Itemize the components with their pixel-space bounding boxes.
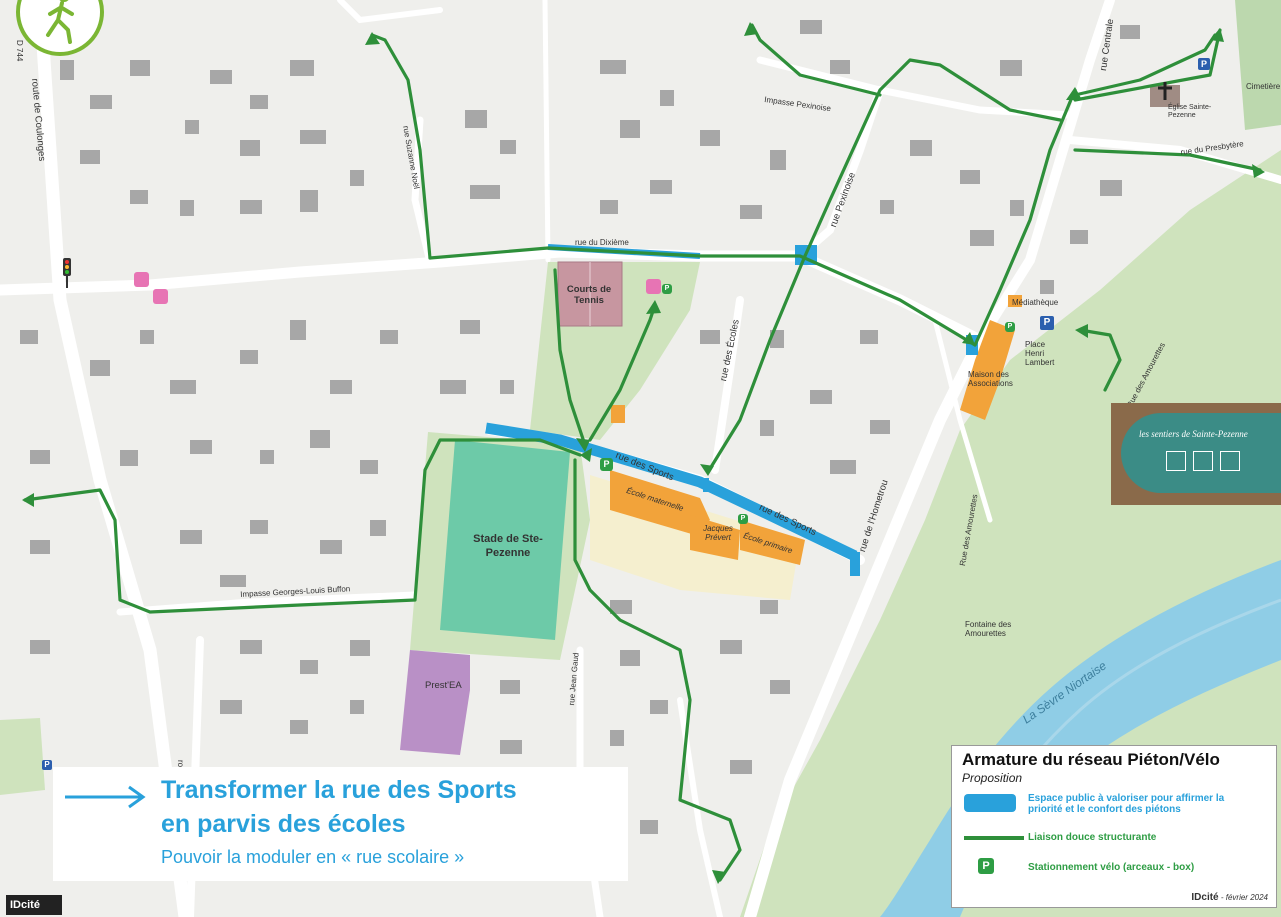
legend-credit: IDcité - février 2024: [1191, 892, 1268, 903]
buildings: [20, 20, 1140, 834]
bike-parking-icon[interactable]: P: [662, 284, 672, 294]
legend-item-bike: Stationnement vélo (arceaux - box): [1028, 862, 1195, 873]
legend-swatch-blue: [964, 794, 1016, 812]
jacques-prevert-building: [690, 515, 740, 560]
priority-crossing-hometrou-sud: [850, 552, 860, 576]
label-fontaine-des-amourettes: Fontaine des Amourettes: [965, 620, 1012, 638]
label-eglise: Église Sainte-Pezenne: [1168, 104, 1212, 119]
trail-sign-text: les sentiers de Sainte-Pezenne: [1139, 429, 1248, 439]
label-courts-de-tennis: Courts de Tennis: [566, 284, 612, 306]
legend-credit-logo: IDcité: [1191, 892, 1219, 903]
label-stade: Stade de Ste-Pezenne: [473, 533, 543, 559]
prestea-building: [400, 650, 470, 755]
label-jacques-prevert: Jacques Prévert: [703, 524, 733, 542]
ecole-maternelle-building: [610, 470, 710, 535]
headline-line-3: Pouvoir la moduler en « rue scolaire »: [161, 847, 465, 867]
trail-sign-pictogram: [1220, 451, 1240, 471]
priority-crossing-ecoles: [703, 478, 709, 492]
bus-stop-icon[interactable]: [646, 279, 661, 294]
route-arrowheads: [22, 22, 1265, 884]
trail-sign-pictogram: [1193, 451, 1213, 471]
trail-sign-photo: les sentiers de Sainte-Pezenne: [1111, 403, 1281, 505]
maison-associations-building: [960, 320, 1015, 420]
headline-arrow-icon: [65, 785, 146, 809]
bike-parking-icon[interactable]: P: [738, 514, 748, 524]
legend-title: Armature du réseau Piéton/Vélo: [962, 750, 1220, 769]
label-mediatheque: Médiathèque: [1012, 298, 1059, 307]
label-rue-du-dixieme: rue du Dixième: [575, 238, 629, 247]
bike-parking-icon[interactable]: P: [1005, 322, 1015, 332]
ecole-primaire-building: [740, 520, 805, 565]
priority-rue-des-sports: [485, 422, 858, 561]
legend-item-green: Liaison douce structurante: [1028, 832, 1157, 843]
pedestrian-logo-icon: [16, 0, 104, 56]
label-prestea: Prest'EA: [425, 680, 462, 691]
bus-stop-icon[interactable]: [134, 272, 149, 287]
idcite-logo: IDcité: [6, 895, 62, 915]
legend-panel: Armature du réseau Piéton/Vélo Propositi…: [951, 745, 1277, 908]
label-maison-associations: Maison des Associations: [968, 370, 1013, 388]
headline-panel: Transformer la rue des Sports en parvis …: [53, 767, 628, 881]
legend-subtitle: Proposition: [962, 771, 1023, 785]
parking-icon[interactable]: P: [1040, 316, 1054, 330]
label-cimetiere: Cimetière: [1246, 82, 1281, 91]
bus-stop-icon[interactable]: [153, 289, 168, 304]
riverside-green-area: [740, 150, 1281, 917]
bike-parking-icon[interactable]: P: [600, 458, 613, 471]
stadium-field: [440, 440, 570, 640]
headline-line-1: Transformer la rue des Sports: [161, 776, 517, 804]
parking-icon[interactable]: P: [1198, 58, 1210, 70]
legend-credit-date: - février 2024: [1220, 893, 1268, 902]
legend-bike-icon: P: [978, 858, 994, 874]
legend-item-blue: Espace public à valoriser pour affirmer …: [1028, 793, 1225, 815]
legend-swatch-green: [964, 836, 1024, 840]
green-routes: [23, 23, 1262, 882]
cemetery-area: [1235, 0, 1281, 130]
label-place-henri-lambert: Place Henri Lambert: [1025, 340, 1055, 367]
parking-icon[interactable]: P: [42, 760, 52, 770]
headline-line-2: en parvis des écoles: [161, 810, 406, 838]
trail-sign-plaque: les sentiers de Sainte-Pezenne: [1121, 413, 1281, 493]
church-cross-icon: [1158, 82, 1172, 100]
trail-sign-pictogram: [1166, 451, 1186, 471]
label-d744: D 744: [15, 40, 24, 62]
green-left-patch: [0, 718, 45, 795]
